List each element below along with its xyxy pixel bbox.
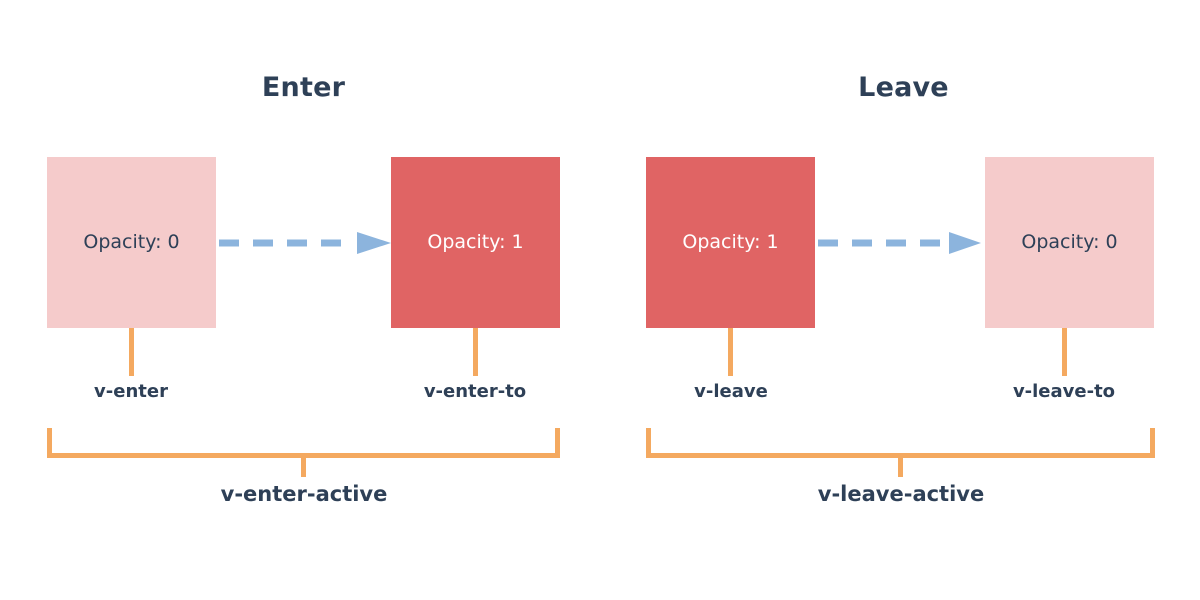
section-leave: Leave Opacity: 1 Opacity: 0 v-leave v-le…: [607, 0, 1200, 600]
tick-label-v-leave-to: v-leave-to: [1012, 381, 1116, 402]
bracket-v-leave-active: [646, 428, 1155, 458]
section-enter: Enter Opacity: 0 Opacity: 1 v-enter v-en…: [47, 72, 560, 506]
state-box-v-leave-to: Opacity: 0: [985, 157, 1154, 328]
state-box-v-enter: Opacity: 0: [47, 157, 216, 328]
tick-stem-v-enter-to: [473, 328, 478, 376]
bracket-v-enter-active: [47, 428, 560, 458]
state-box-v-enter-to: Opacity: 1: [391, 157, 560, 328]
dashed-arrow-right-icon: [815, 231, 981, 255]
state-box-label: Opacity: 1: [427, 231, 524, 253]
bracket-label-v-enter-active: v-enter-active: [220, 482, 388, 506]
state-box-label: Opacity: 1: [682, 231, 779, 253]
tick-label-v-enter-to: v-enter-to: [423, 381, 527, 402]
tick-stem-v-leave: [728, 328, 733, 376]
state-box-label: Opacity: 0: [1021, 231, 1118, 253]
bracket-stem-v-leave-active: [898, 455, 903, 477]
section-title-enter: Enter: [261, 72, 346, 103]
bracket-label-v-leave-active: v-leave-active: [817, 482, 985, 506]
tick-stem-v-leave-to: [1062, 328, 1067, 376]
tick-stem-v-enter: [129, 328, 134, 376]
dashed-arrow-right-icon: [216, 231, 391, 255]
state-box-v-leave: Opacity: 1: [646, 157, 815, 328]
tick-label-v-leave: v-leave: [694, 381, 768, 402]
bracket-stem-v-enter-active: [301, 455, 306, 477]
tick-label-v-enter: v-enter: [94, 381, 168, 402]
section-title-leave: Leave: [858, 72, 949, 103]
state-box-label: Opacity: 0: [83, 231, 180, 253]
